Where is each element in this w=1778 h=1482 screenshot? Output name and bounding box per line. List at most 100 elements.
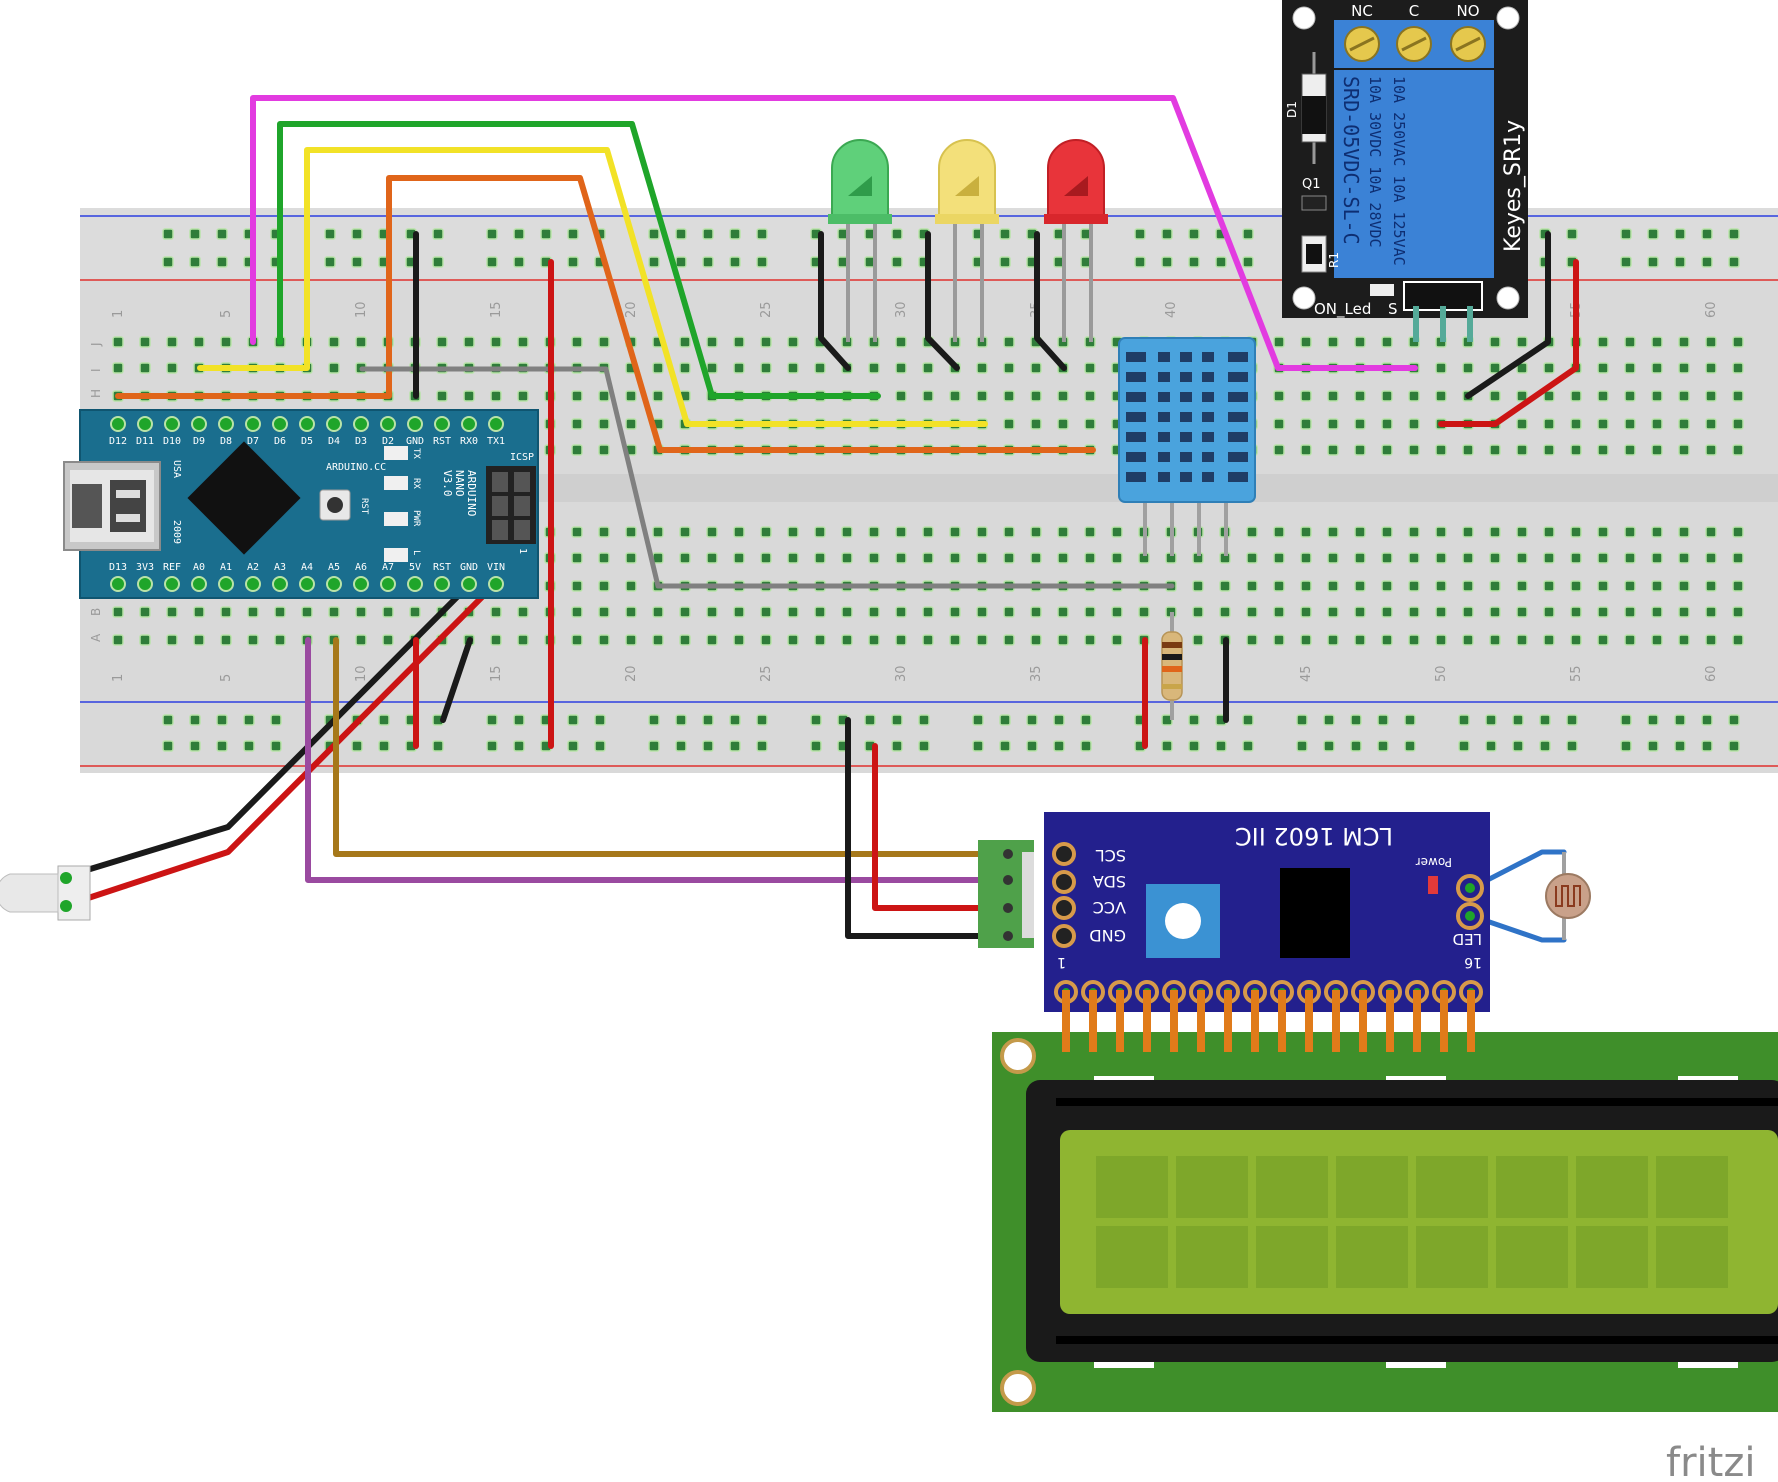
breadboard-hole bbox=[760, 634, 772, 646]
i2c-title: LCM 1602 IIC bbox=[1235, 822, 1393, 850]
breadboard-hole bbox=[895, 336, 907, 348]
i2c-module: LCM 1602 IIC SCL SDA VCC GND Power LED 1… bbox=[978, 812, 1490, 1012]
relay-q1-label: Q1 bbox=[1302, 177, 1321, 192]
breadboard-hole bbox=[1570, 418, 1582, 430]
breadboard-hole bbox=[1219, 580, 1231, 592]
wire-black-i2c bbox=[845, 717, 1013, 939]
nano-top-pin bbox=[245, 416, 261, 432]
breadboard-hole bbox=[1435, 634, 1447, 646]
breadboard-hole bbox=[355, 634, 367, 646]
dht-vent bbox=[1180, 352, 1192, 362]
dht-vent bbox=[1158, 452, 1170, 462]
breadboard-hole bbox=[1597, 362, 1609, 374]
breadboard-hole bbox=[571, 580, 583, 592]
dht-vent bbox=[1126, 432, 1146, 442]
breadboard-hole bbox=[1003, 418, 1015, 430]
breadboard-hole bbox=[675, 740, 687, 752]
breadboard-hole bbox=[652, 362, 664, 374]
breadboard-hole bbox=[216, 714, 228, 726]
breadboard-hole bbox=[1705, 390, 1717, 402]
breadboard-hole bbox=[841, 606, 853, 618]
led-red bbox=[1044, 139, 1108, 342]
breadboard-hole bbox=[1246, 526, 1258, 538]
breadboard-hole bbox=[594, 714, 606, 726]
nano-bottom-pin bbox=[245, 576, 261, 592]
breadboard-hole bbox=[517, 606, 529, 618]
breadboard-hole bbox=[598, 606, 610, 618]
breadboard-hole bbox=[112, 362, 124, 374]
wire-yellow bbox=[197, 147, 988, 427]
breadboard-hole bbox=[1674, 740, 1686, 752]
breadboard-hole bbox=[760, 526, 772, 538]
breadboard-hole bbox=[571, 606, 583, 618]
breadboard-hole bbox=[1084, 634, 1096, 646]
breadboard-hole bbox=[1408, 418, 1420, 430]
breadboard-hole bbox=[1516, 580, 1528, 592]
breadboard-hole bbox=[1597, 526, 1609, 538]
breadboard-hole bbox=[1516, 552, 1528, 564]
breadboard-hole bbox=[432, 256, 444, 268]
nano-bottom-pin bbox=[461, 576, 477, 592]
breadboard-hole bbox=[1624, 552, 1636, 564]
breadboard-hole bbox=[1566, 228, 1578, 240]
breadboard-hole bbox=[1516, 526, 1528, 538]
nano-top-pin-label: D8 bbox=[220, 436, 232, 447]
lcd-header-pin bbox=[1278, 990, 1286, 1052]
nano-bottom-pin bbox=[407, 576, 423, 592]
breadboard-hole bbox=[1327, 390, 1339, 402]
lcd-header-pin bbox=[1305, 990, 1313, 1052]
wire-blue-ldr-2 bbox=[1469, 913, 1567, 943]
breadboard-hole bbox=[841, 552, 853, 564]
breadboard-hole bbox=[112, 634, 124, 646]
ir-led bbox=[0, 865, 91, 921]
breadboard-hole bbox=[112, 336, 124, 348]
breadboard-hole bbox=[999, 714, 1011, 726]
dht-vent bbox=[1126, 352, 1146, 362]
breadboard-hole bbox=[598, 336, 610, 348]
breadboard-hole bbox=[1462, 362, 1474, 374]
breadboard-hole bbox=[648, 740, 660, 752]
breadboard-hole bbox=[1246, 634, 1258, 646]
breadboard-hole bbox=[1215, 256, 1227, 268]
nano-bottom-pin bbox=[434, 576, 450, 592]
dht-vent bbox=[1202, 452, 1214, 462]
nano-bottom-pin-label: A2 bbox=[247, 562, 259, 573]
breadboard-hole bbox=[1624, 418, 1636, 430]
breadboard-hole bbox=[1539, 740, 1551, 752]
breadboard-hole bbox=[895, 362, 907, 374]
breadboard-hole bbox=[1300, 444, 1312, 456]
breadboard-hole bbox=[1543, 526, 1555, 538]
breadboard-hole bbox=[1084, 526, 1096, 538]
breadboard-hole bbox=[1489, 634, 1501, 646]
breadboard-hole bbox=[1624, 362, 1636, 374]
breadboard-hole bbox=[1543, 580, 1555, 592]
nano-model-3: V3.0 bbox=[441, 470, 454, 497]
breadboard-hole bbox=[1732, 526, 1744, 538]
breadboard-hole bbox=[1003, 526, 1015, 538]
breadboard-hole bbox=[976, 390, 988, 402]
nano-usa: USA bbox=[171, 460, 182, 478]
breadboard-hole bbox=[1701, 714, 1713, 726]
breadboard-hole bbox=[1030, 390, 1042, 402]
breadboard-hole bbox=[648, 256, 660, 268]
dht-vent bbox=[1202, 412, 1214, 422]
breadboard-hole bbox=[1246, 580, 1258, 592]
i2c-pin-1-label: 1 bbox=[1057, 954, 1066, 970]
breadboard-hole bbox=[679, 606, 691, 618]
breadboard-hole bbox=[1624, 526, 1636, 538]
breadboard-hole bbox=[540, 228, 552, 240]
breadboard-hole bbox=[1701, 740, 1713, 752]
breadboard-hole bbox=[432, 740, 444, 752]
breadboard-hole bbox=[1728, 714, 1740, 726]
breadboard-hole bbox=[787, 336, 799, 348]
dht-vent bbox=[1180, 432, 1192, 442]
breadboard-hole bbox=[1620, 256, 1632, 268]
dht-vent bbox=[1228, 372, 1248, 382]
breadboard-hole bbox=[1678, 390, 1690, 402]
dht-sensor bbox=[1118, 337, 1256, 556]
breadboard-hole bbox=[1732, 580, 1744, 592]
breadboard-hole bbox=[1273, 444, 1285, 456]
dht-vent bbox=[1228, 392, 1248, 402]
breadboard-hole bbox=[1651, 606, 1663, 618]
